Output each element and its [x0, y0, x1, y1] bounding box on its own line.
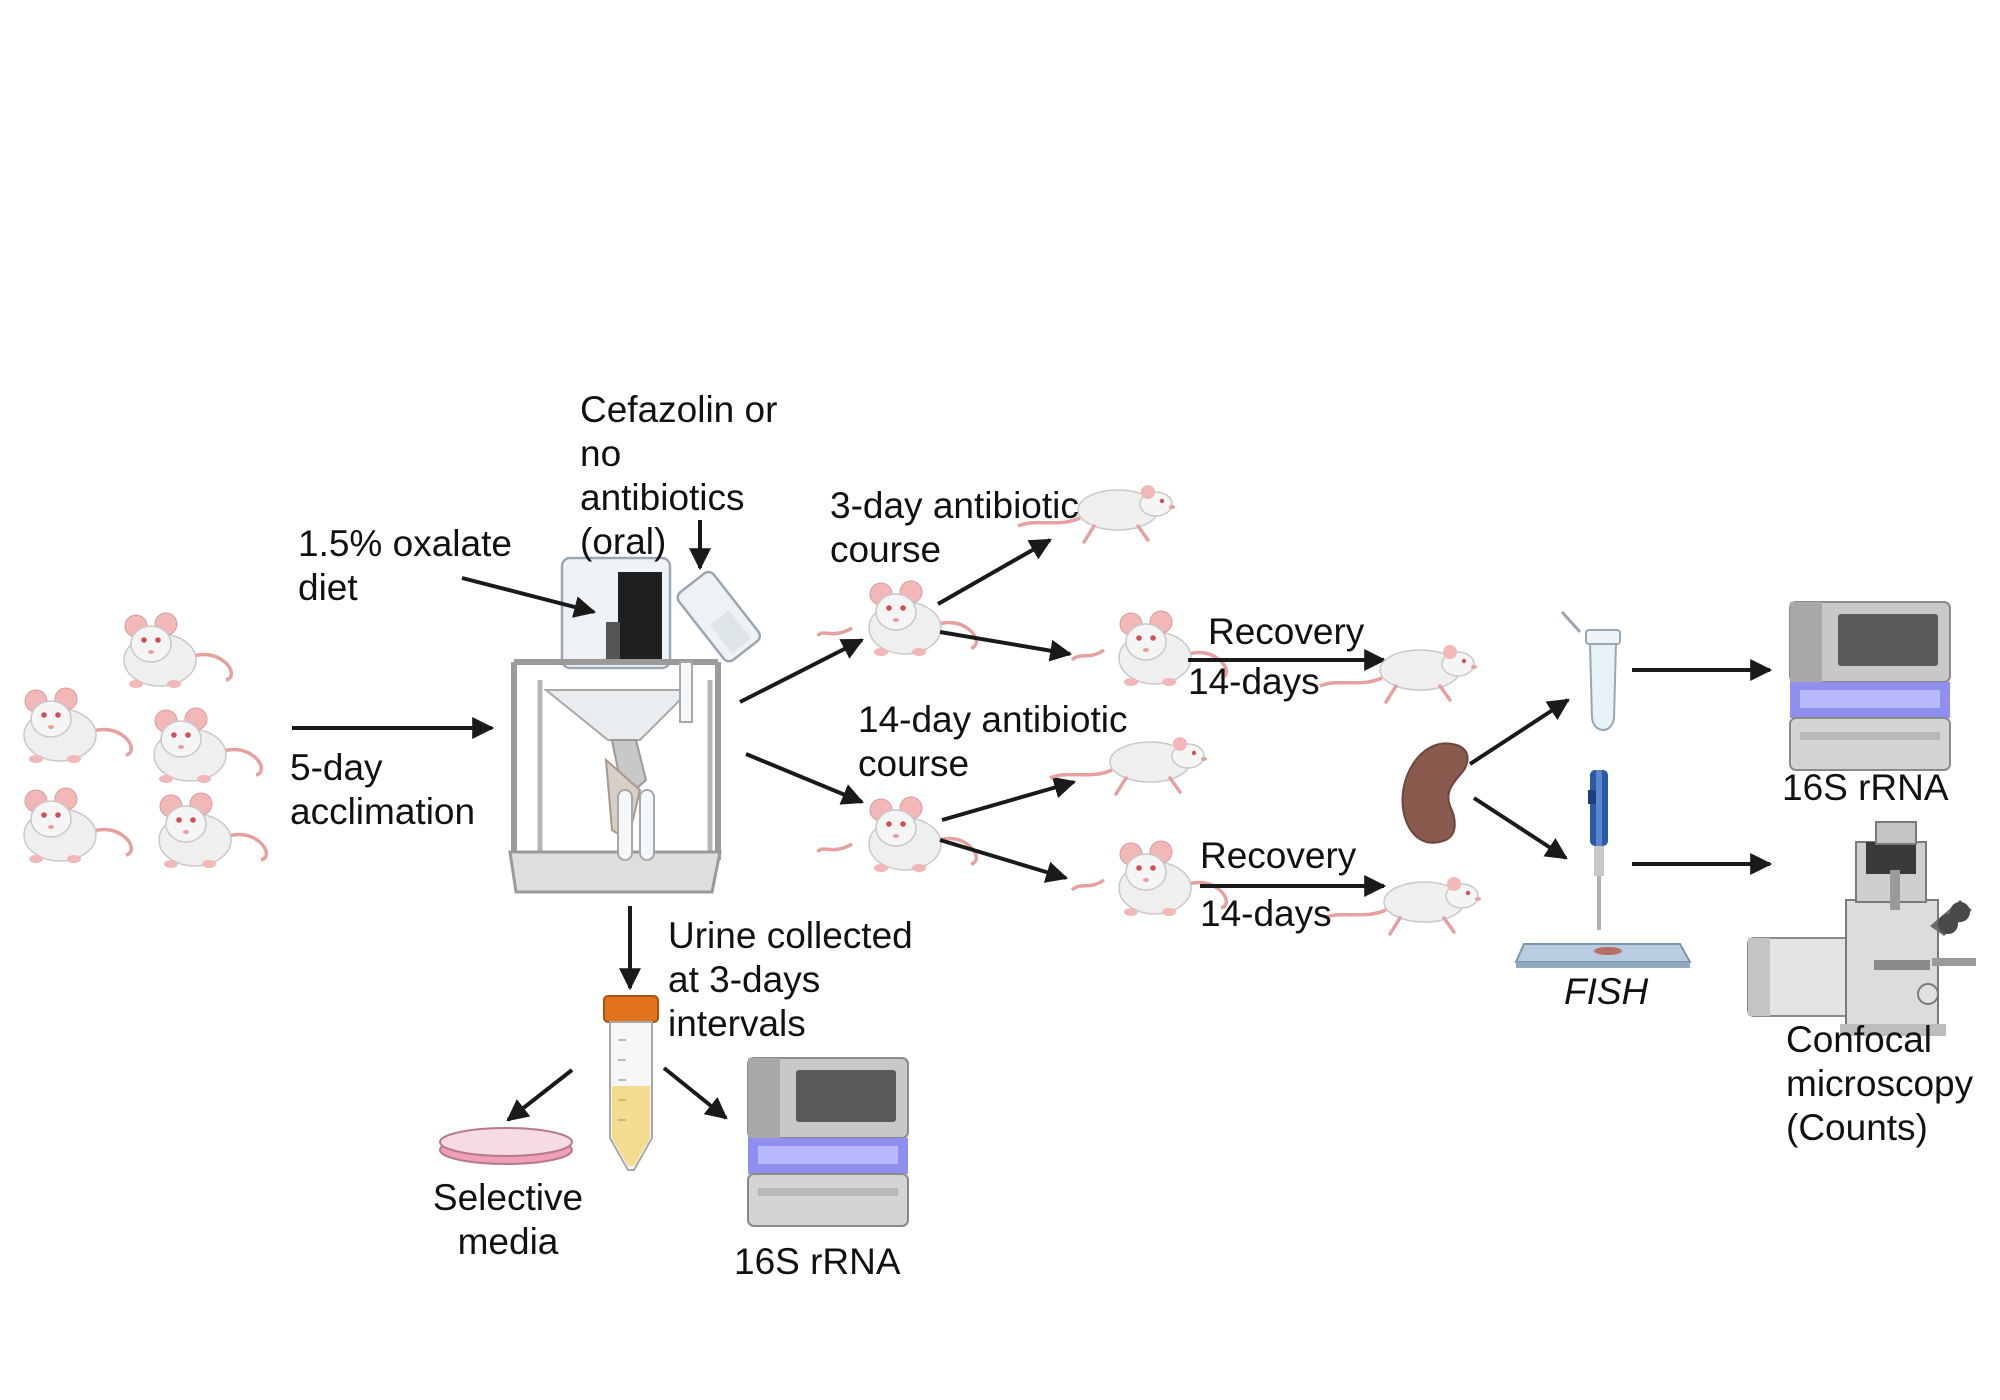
arrow-to-14day: [745, 752, 865, 805]
sequencer-urine-icon: [747, 1057, 909, 1227]
arrow-14day-to-end: [941, 776, 1077, 822]
label-days-bottom: 14-days: [1200, 893, 1332, 934]
label-diet: 1.5% oxalate diet: [298, 523, 512, 608]
arrow-3day-to-end: [937, 538, 1052, 606]
label-14day-course: 14-day antibiotic course: [858, 699, 1128, 784]
label-urine: Urine collected at 3-days intervals: [668, 915, 913, 1044]
label-recovery-bottom: Recovery: [1200, 835, 1357, 876]
label-sequencing-kidney: 16S rRNA: [1782, 767, 1949, 808]
mouse-3day-course: [816, 579, 979, 658]
arrow-kidney-to-fish: [1472, 796, 1568, 860]
label-antibiotic-choice: Cefazolin or no antibiotics (oral): [580, 389, 778, 562]
slide-icon: [1514, 943, 1692, 968]
pipette-icon: [1588, 770, 1608, 930]
arrow-urine-to-media: [506, 1068, 574, 1122]
mouse-cohort: [22, 611, 269, 870]
label-sequencing-urine: 16S rRNA: [734, 1241, 901, 1282]
arrow-urine-to-sequencer: [662, 1066, 728, 1120]
metabolic-cage: [508, 556, 762, 894]
arrow-diet: [461, 576, 597, 618]
arrow-14day-to-recovery: [939, 838, 1069, 883]
falcon-tube-icon: [603, 995, 659, 1171]
confocal-microscope-icon: [1747, 821, 1976, 1036]
label-days-top: 14-days: [1188, 661, 1320, 702]
label-recovery-top: Recovery: [1208, 611, 1365, 652]
label-fish: FISH: [1564, 971, 1649, 1012]
label-selective-media: Selective media: [432, 1177, 584, 1262]
sequencer-kidney-icon: [1789, 601, 1951, 771]
arrow-to-3day: [739, 638, 864, 704]
kidney-icon: [1401, 742, 1469, 844]
label-confocal: Confocal microscopy (Counts): [1786, 1019, 1974, 1148]
label-3day-course: 3-day antibiotic course: [830, 485, 1079, 570]
petri-dish-icon: [439, 1127, 573, 1165]
microtube-icon: [1560, 610, 1621, 731]
mouse-14day-course: [816, 795, 979, 874]
arrow-kidney-to-tube: [1468, 698, 1570, 766]
arrow-3day-to-recovery: [939, 630, 1073, 662]
mouse-14day-recovery-start: [1070, 839, 1229, 918]
label-acclimation: 5-day acclimation: [290, 747, 476, 832]
mouse-3day-recovery-start: [1070, 609, 1229, 688]
